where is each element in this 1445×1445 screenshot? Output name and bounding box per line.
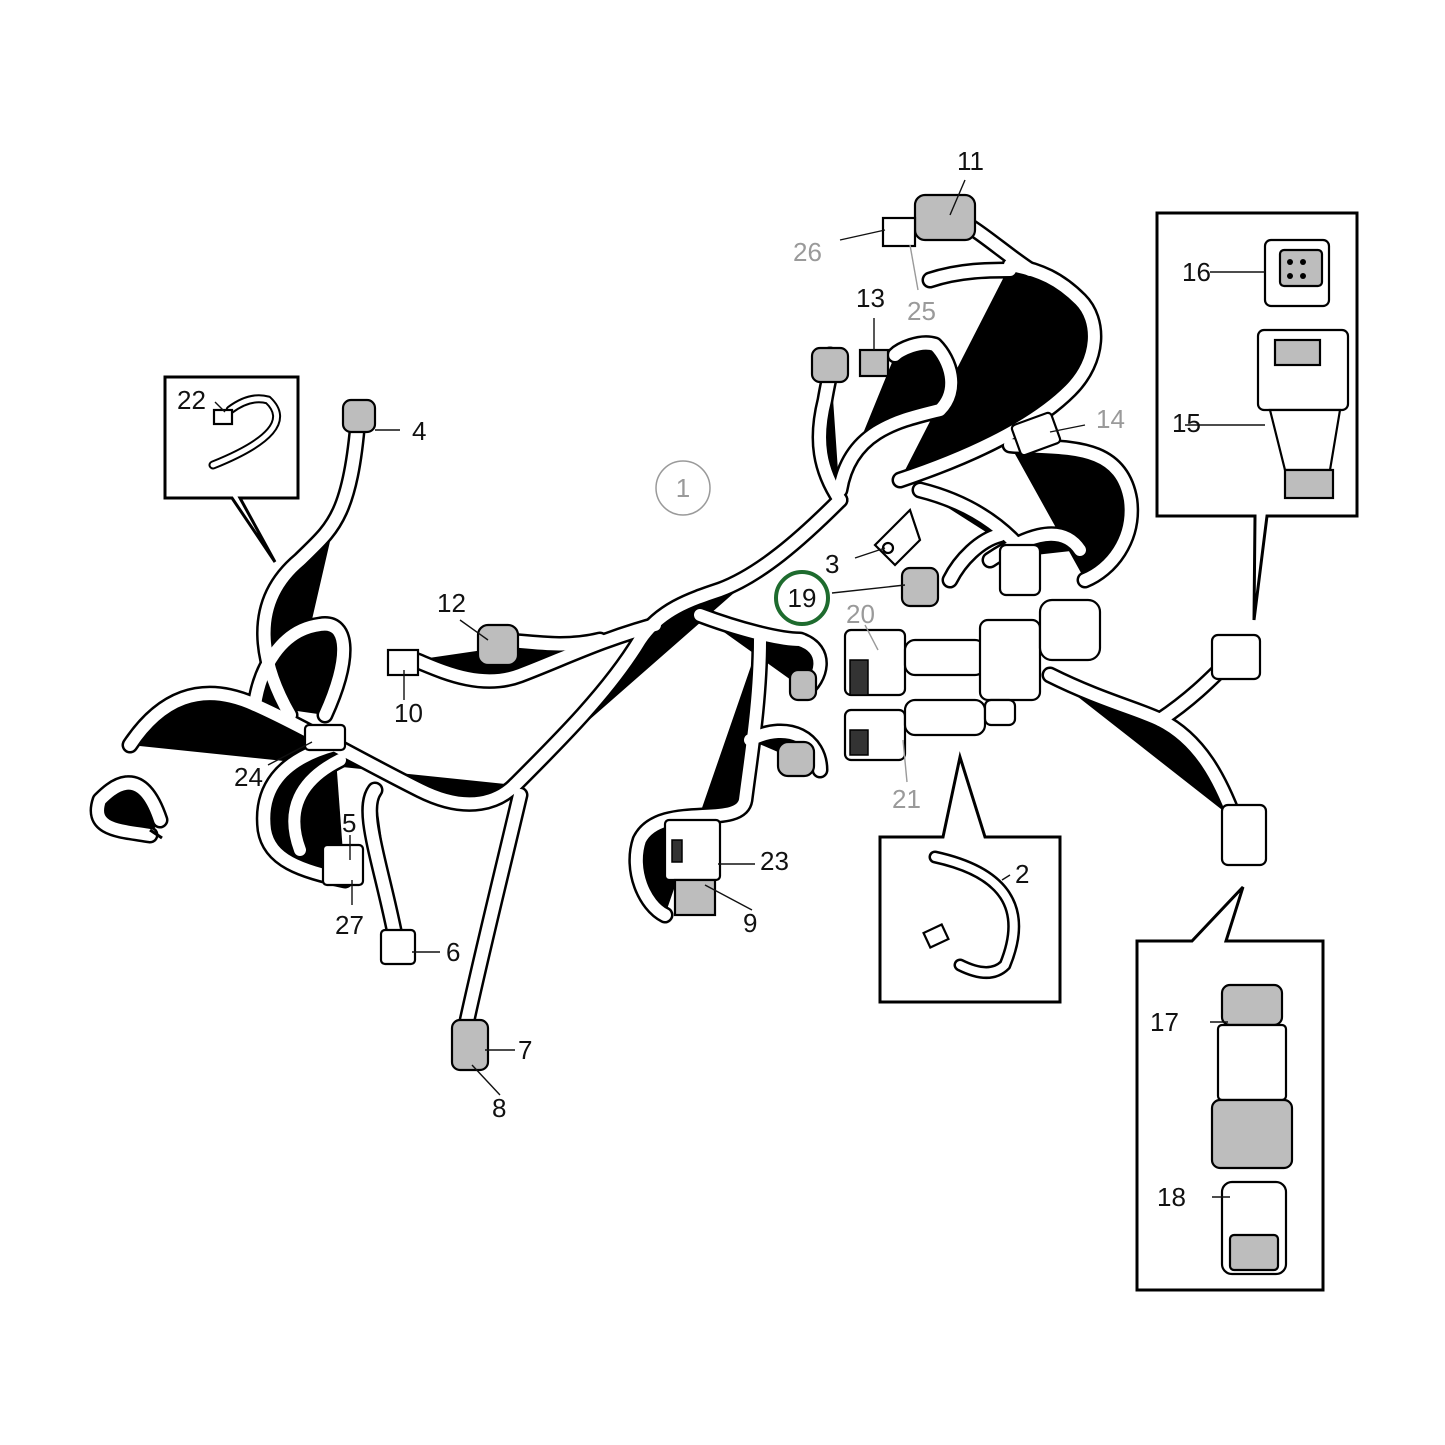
connector-18-icon bbox=[1220, 1180, 1288, 1276]
callout-1: 1 bbox=[655, 460, 711, 516]
callout-22: 22 bbox=[177, 385, 206, 415]
callout-19: 19 bbox=[774, 570, 830, 626]
callout-17: 17 bbox=[1150, 1007, 1179, 1037]
connector-5-icon bbox=[321, 843, 365, 887]
callout-11: 11 bbox=[957, 146, 984, 176]
connector-19-icon bbox=[900, 566, 940, 608]
callout-5: 5 bbox=[342, 808, 356, 838]
leader-lines bbox=[214, 179, 1265, 1198]
callout-15: 15 bbox=[1172, 408, 1201, 438]
callout-7: 7 bbox=[518, 1035, 532, 1065]
connector-elbow-icon bbox=[810, 346, 850, 384]
callout-4: 4 bbox=[412, 416, 426, 446]
callout-26: 26 bbox=[793, 237, 822, 267]
inset-box-2 bbox=[878, 751, 1062, 1004]
callout-10: 10 bbox=[394, 698, 423, 728]
callout-27: 27 bbox=[335, 910, 364, 940]
callout-14: 14 bbox=[1096, 404, 1125, 434]
connector-17-icon bbox=[1210, 983, 1294, 1170]
callout-23: 23 bbox=[760, 846, 789, 876]
callout-6: 6 bbox=[446, 937, 460, 967]
connector-13-icon bbox=[858, 348, 890, 378]
callout-25: 25 bbox=[907, 296, 936, 326]
connector-15-icon bbox=[1256, 328, 1350, 500]
callout-12: 12 bbox=[437, 588, 466, 618]
bracket-3-icon bbox=[873, 507, 922, 567]
callout-8: 8 bbox=[492, 1093, 506, 1123]
callout-18: 18 bbox=[1157, 1182, 1186, 1212]
callout-3: 3 bbox=[825, 549, 839, 579]
callout-21: 21 bbox=[892, 784, 921, 814]
svg-text:1: 1 bbox=[676, 473, 690, 503]
callout-13: 13 bbox=[856, 283, 885, 313]
connector-11-icon bbox=[913, 193, 977, 242]
connector-4-icon bbox=[341, 398, 377, 434]
callout-20: 20 bbox=[846, 599, 875, 629]
connector-12-icon bbox=[476, 623, 520, 667]
svg-text:19: 19 bbox=[788, 583, 817, 613]
connector-left-tip-icon bbox=[149, 828, 163, 840]
inset-box-22 bbox=[163, 375, 300, 563]
connector-right-icon bbox=[1210, 633, 1268, 867]
callout-9: 9 bbox=[743, 908, 757, 938]
main-connector-block bbox=[843, 543, 1102, 762]
connector-6-icon bbox=[379, 928, 417, 966]
connector-10-icon bbox=[386, 648, 420, 677]
connector-16-icon bbox=[1263, 238, 1331, 308]
connector-26-icon bbox=[881, 216, 917, 248]
connector-14-icon bbox=[1010, 411, 1062, 457]
connector-24-icon bbox=[303, 723, 347, 752]
connector-7-icon bbox=[450, 1018, 490, 1072]
callout-16: 16 bbox=[1182, 257, 1211, 287]
callout-24: 24 bbox=[234, 762, 263, 792]
connector-lower-elbow-icon bbox=[776, 668, 818, 778]
inset-box-17-18 bbox=[1135, 885, 1325, 1292]
inset-box-16-15 bbox=[1155, 211, 1359, 621]
callout-2: 2 bbox=[1015, 859, 1029, 889]
connector-23-icon bbox=[663, 818, 722, 917]
